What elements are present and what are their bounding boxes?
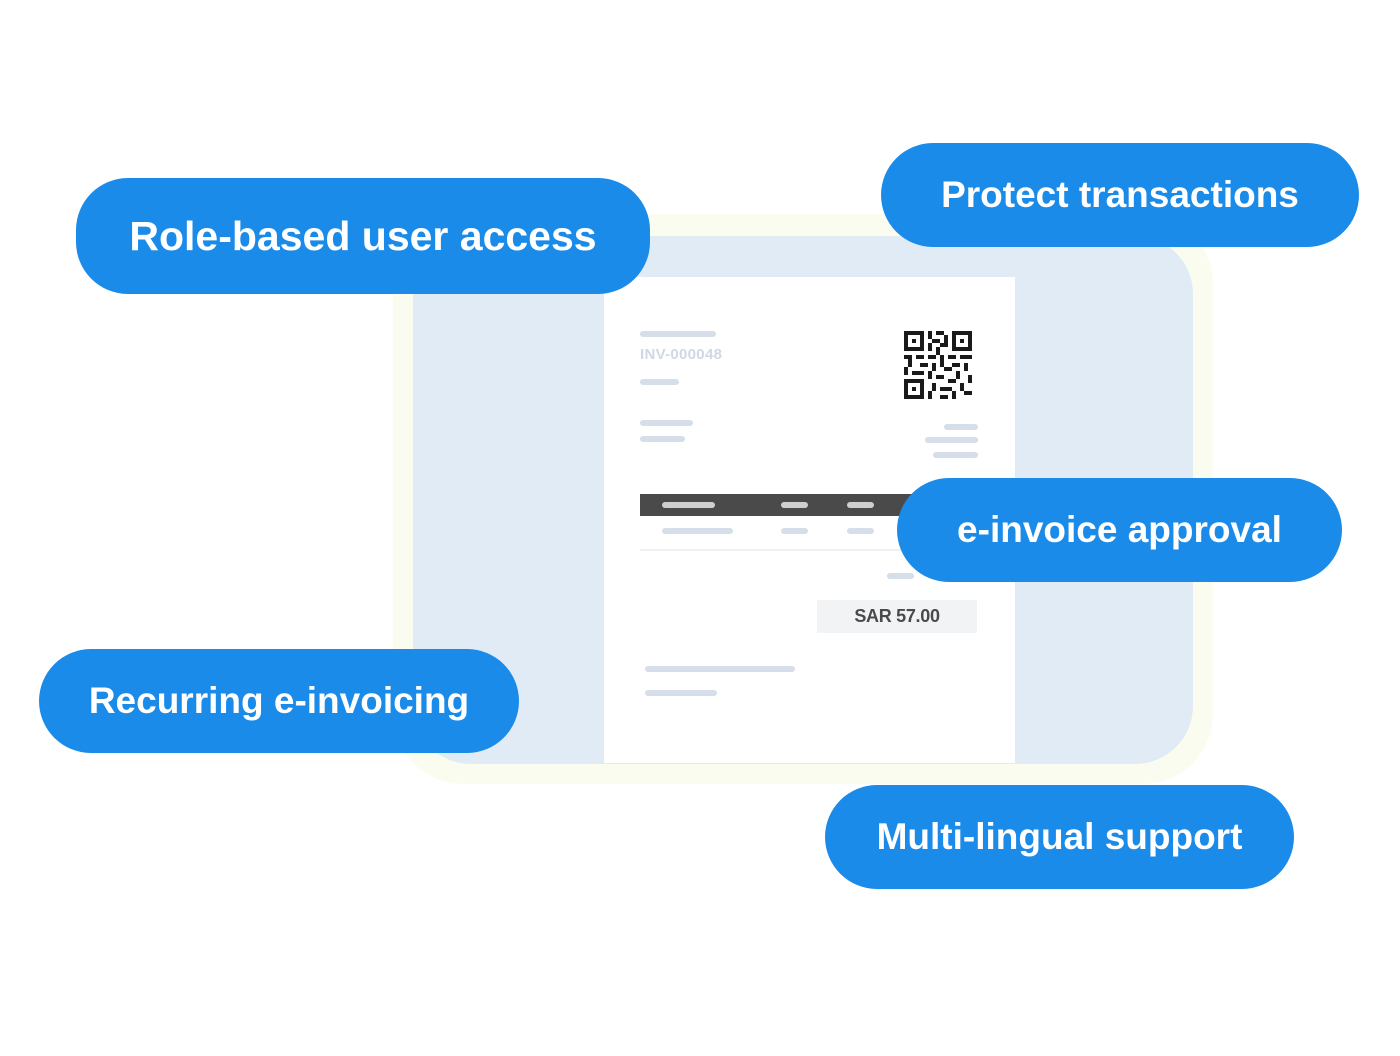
invoice-date-line <box>640 379 679 385</box>
feature-label: Protect transactions <box>941 174 1299 215</box>
feature-pill-protect-transactions: Protect transactions <box>881 143 1359 247</box>
feature-pill-recurring-einvoicing: Recurring e-invoicing <box>39 649 519 753</box>
details-line-2 <box>925 437 978 443</box>
subtotal-line <box>887 573 914 579</box>
feature-label: Multi-lingual support <box>876 816 1243 857</box>
table-header-col-3 <box>847 502 874 508</box>
qr-code-icon <box>904 331 972 399</box>
bill-to-line-2 <box>640 436 685 442</box>
notes-line-2 <box>645 690 717 696</box>
table-row-col-3 <box>847 528 874 534</box>
feature-pill-multilingual-support: Multi-lingual support <box>825 785 1294 889</box>
table-divider <box>640 549 940 551</box>
invoice-total: SAR 57.00 <box>854 606 940 626</box>
invoice-number: INV-000048 <box>640 346 723 363</box>
feature-pill-role-based-access: Role-based user access <box>76 178 650 294</box>
table-header-col-2 <box>781 502 808 508</box>
bill-to-line-1 <box>640 420 693 426</box>
invoice-total-box: SAR 57.00 <box>817 600 977 633</box>
feature-label: e-invoice approval <box>957 509 1282 550</box>
feature-pill-einvoice-approval: e-invoice approval <box>897 478 1342 582</box>
details-line-3 <box>933 452 978 458</box>
table-row-col-1 <box>662 528 733 534</box>
details-line-1 <box>944 424 978 430</box>
invoice-title-line <box>640 331 716 337</box>
feature-label: Recurring e-invoicing <box>88 680 470 721</box>
feature-label: Role-based user access <box>129 212 597 259</box>
table-row-col-2 <box>781 528 808 534</box>
notes-line-1 <box>645 666 795 672</box>
table-header-col-1 <box>662 502 715 508</box>
